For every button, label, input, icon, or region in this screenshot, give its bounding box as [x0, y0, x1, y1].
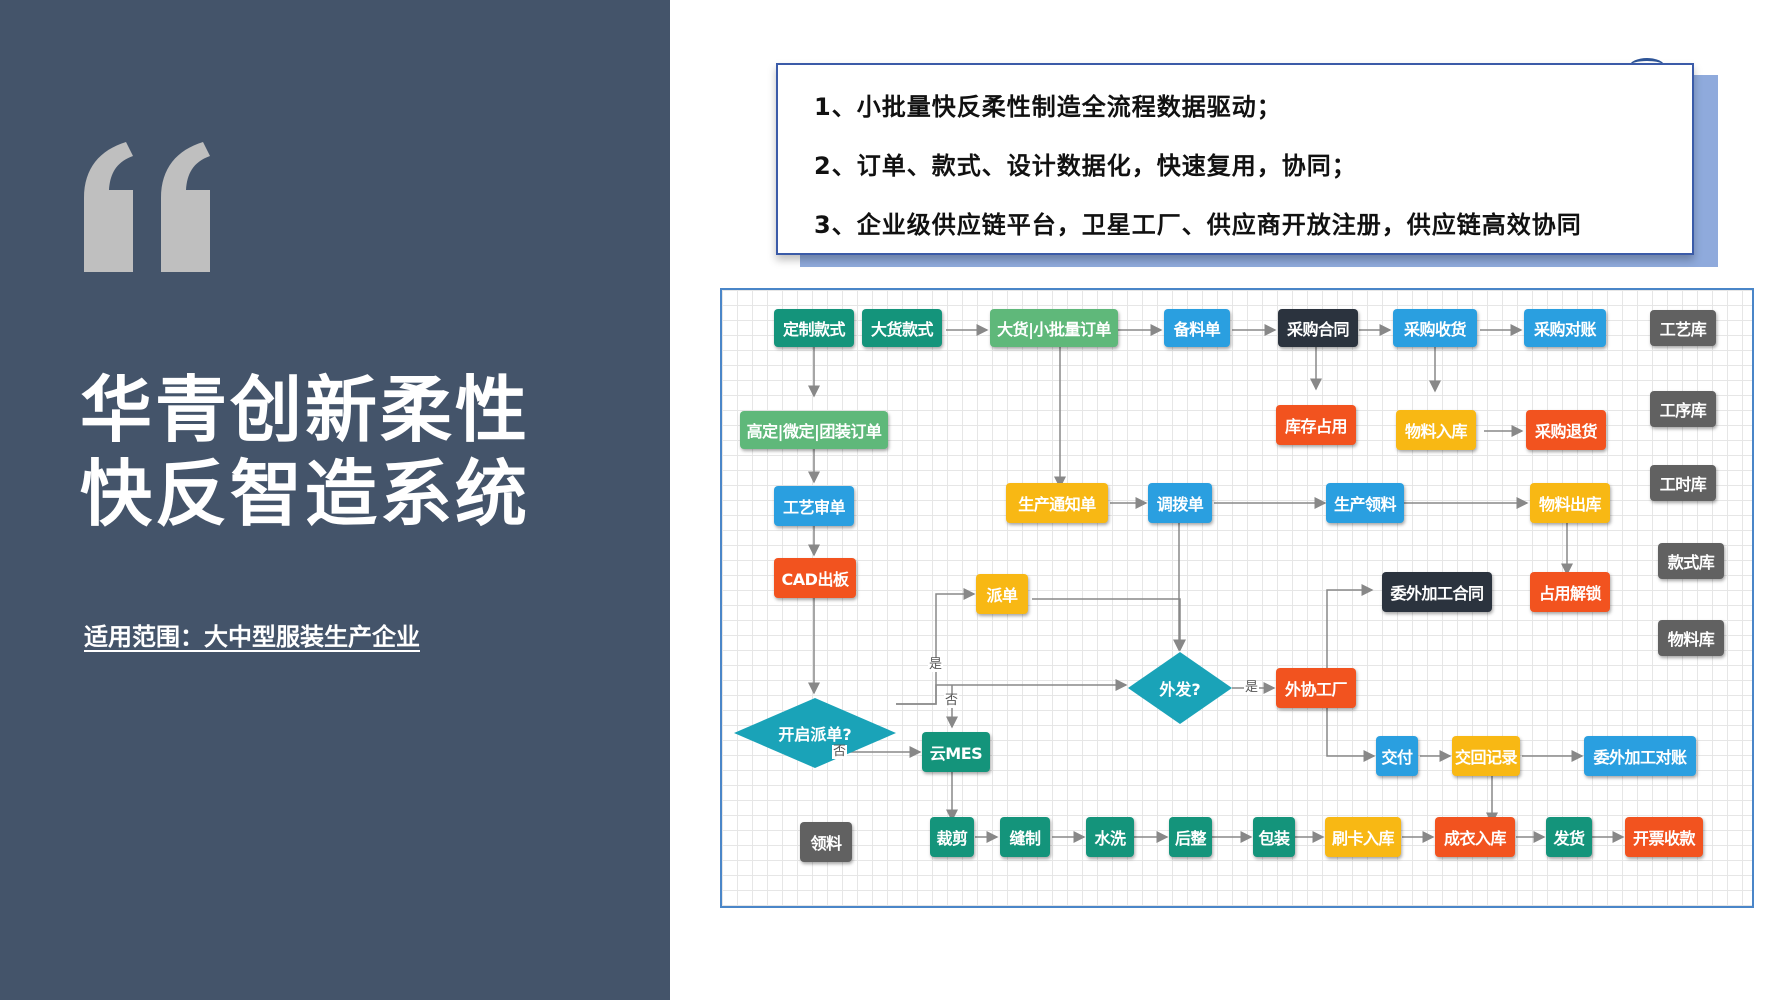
edge-factory-deliver: [1326, 694, 1376, 762]
node-yunmes[interactable]: 云MES: [922, 732, 990, 772]
node-gongxu-ku[interactable]: 工序库: [1650, 391, 1716, 427]
node-chengyi[interactable]: 成衣入库: [1435, 817, 1515, 857]
key-points-box: 1、小批量快反柔性制造全流程数据驱动； 2、订单、款式、设计数据化，快速复用，协…: [776, 63, 1694, 255]
node-waixie[interactable]: 外协工厂: [1276, 668, 1356, 708]
edge-paidan-waifa: [1032, 598, 1186, 652]
edge-factory-contract: [1326, 584, 1374, 682]
node-zhanyong-jiesuo[interactable]: 占用解锁: [1530, 572, 1610, 612]
node-kuanshi-ku[interactable]: 款式库: [1658, 543, 1724, 579]
title-line-2: 快反智造系统: [80, 452, 531, 536]
key-point-1: 1、小批量快反柔性制造全流程数据驱动；: [814, 93, 1282, 121]
node-gaoding[interactable]: 高定|微定|团装订单: [740, 411, 888, 449]
node-wuliao-ku[interactable]: 物料库: [1658, 620, 1724, 656]
decorative-arc: [1630, 58, 1664, 73]
edge-label-yes-dispatch: 是: [928, 657, 944, 672]
node-gongyi-ku[interactable]: 工艺库: [1650, 310, 1716, 346]
node-wuliao-chuku[interactable]: 物料出库: [1530, 483, 1610, 523]
node-weiwai-hetong[interactable]: 委外加工合同: [1382, 572, 1492, 612]
edge-label-yes-outsource: 是: [1244, 680, 1260, 695]
node-shengchan-tongzhi[interactable]: 生产通知单: [1006, 483, 1108, 523]
title-line-1: 华青创新柔性: [80, 368, 531, 452]
node-gongyi-shendan[interactable]: 工艺审单: [774, 486, 854, 526]
decision-outsource[interactable]: 外发?: [1126, 650, 1234, 726]
double-quote-icon: [84, 142, 210, 272]
node-gongshi-ku[interactable]: 工时库: [1650, 465, 1716, 501]
left-panel: 华青创新柔性 快反智造系统 适用范围：大中型服装生产企业: [0, 0, 670, 1000]
decision-open-dispatch[interactable]: 开启派单?: [732, 696, 898, 770]
node-fengzhi[interactable]: 缝制: [1000, 817, 1050, 857]
node-jiaofu[interactable]: 交付: [1376, 736, 1418, 776]
flowchart-connectors: [808, 324, 1625, 843]
flowchart: 定制款式 大货款式 大货|小批量订单 备料单 采购合同 采购收货 采购对账 工艺…: [720, 288, 1754, 908]
node-lingliao[interactable]: 领料: [800, 822, 852, 862]
node-dingzhi[interactable]: 定制款式: [774, 309, 854, 347]
node-houzheng[interactable]: 后整: [1169, 817, 1212, 857]
key-point-3: 3、企业级供应链平台，卫星工厂、供应商开放注册，供应链高效协同: [814, 211, 1582, 239]
node-shuixi[interactable]: 水洗: [1086, 817, 1134, 857]
edge-label-no-mes: 否: [832, 744, 848, 759]
edge-q-yes-paidan: [896, 588, 976, 705]
key-point-2: 2、订单、款式、设计数据化，快速复用，协同；: [814, 152, 1357, 180]
node-caigou-hetong[interactable]: 采购合同: [1278, 309, 1358, 347]
node-dahuo-order[interactable]: 大货|小批量订单: [990, 309, 1118, 347]
node-dahuo-style[interactable]: 大货款式: [862, 309, 942, 347]
node-caijian[interactable]: 裁剪: [930, 817, 974, 857]
node-caigou-tuihuo[interactable]: 采购退货: [1526, 410, 1606, 450]
node-weiwai-duizhang[interactable]: 委外加工对账: [1584, 736, 1696, 776]
node-caigou-duizhang[interactable]: 采购对账: [1524, 309, 1606, 347]
node-caigou-shouhuo[interactable]: 采购收货: [1393, 309, 1477, 347]
node-cad[interactable]: CAD出板: [774, 558, 856, 598]
node-diaobo[interactable]: 调拨单: [1148, 483, 1212, 523]
decision-outsource-label: 外发?: [1159, 680, 1201, 699]
scope-link[interactable]: 适用范围：大中型服装生产企业: [84, 623, 420, 651]
node-kaipiao[interactable]: 开票收款: [1625, 817, 1703, 857]
node-beiliao[interactable]: 备料单: [1164, 309, 1230, 347]
node-jiaohui[interactable]: 交回记录: [1452, 736, 1520, 776]
node-wuliao-ruku[interactable]: 物料入库: [1396, 410, 1476, 450]
page-title: 华青创新柔性 快反智造系统: [80, 368, 530, 536]
node-baozhuang[interactable]: 包装: [1253, 817, 1295, 857]
node-kucun[interactable]: 库存占用: [1276, 405, 1356, 445]
node-fahuo[interactable]: 发货: [1546, 817, 1592, 857]
edge-q-no-link: [896, 679, 1128, 705]
decision-open-dispatch-label: 开启派单?: [778, 725, 852, 744]
edge-label-no-dispatch: 否: [944, 693, 960, 708]
node-shengchan-lingliao[interactable]: 生产领料: [1326, 483, 1404, 523]
node-paidan[interactable]: 派单: [976, 574, 1028, 614]
node-shuaka[interactable]: 刷卡入库: [1325, 817, 1401, 857]
